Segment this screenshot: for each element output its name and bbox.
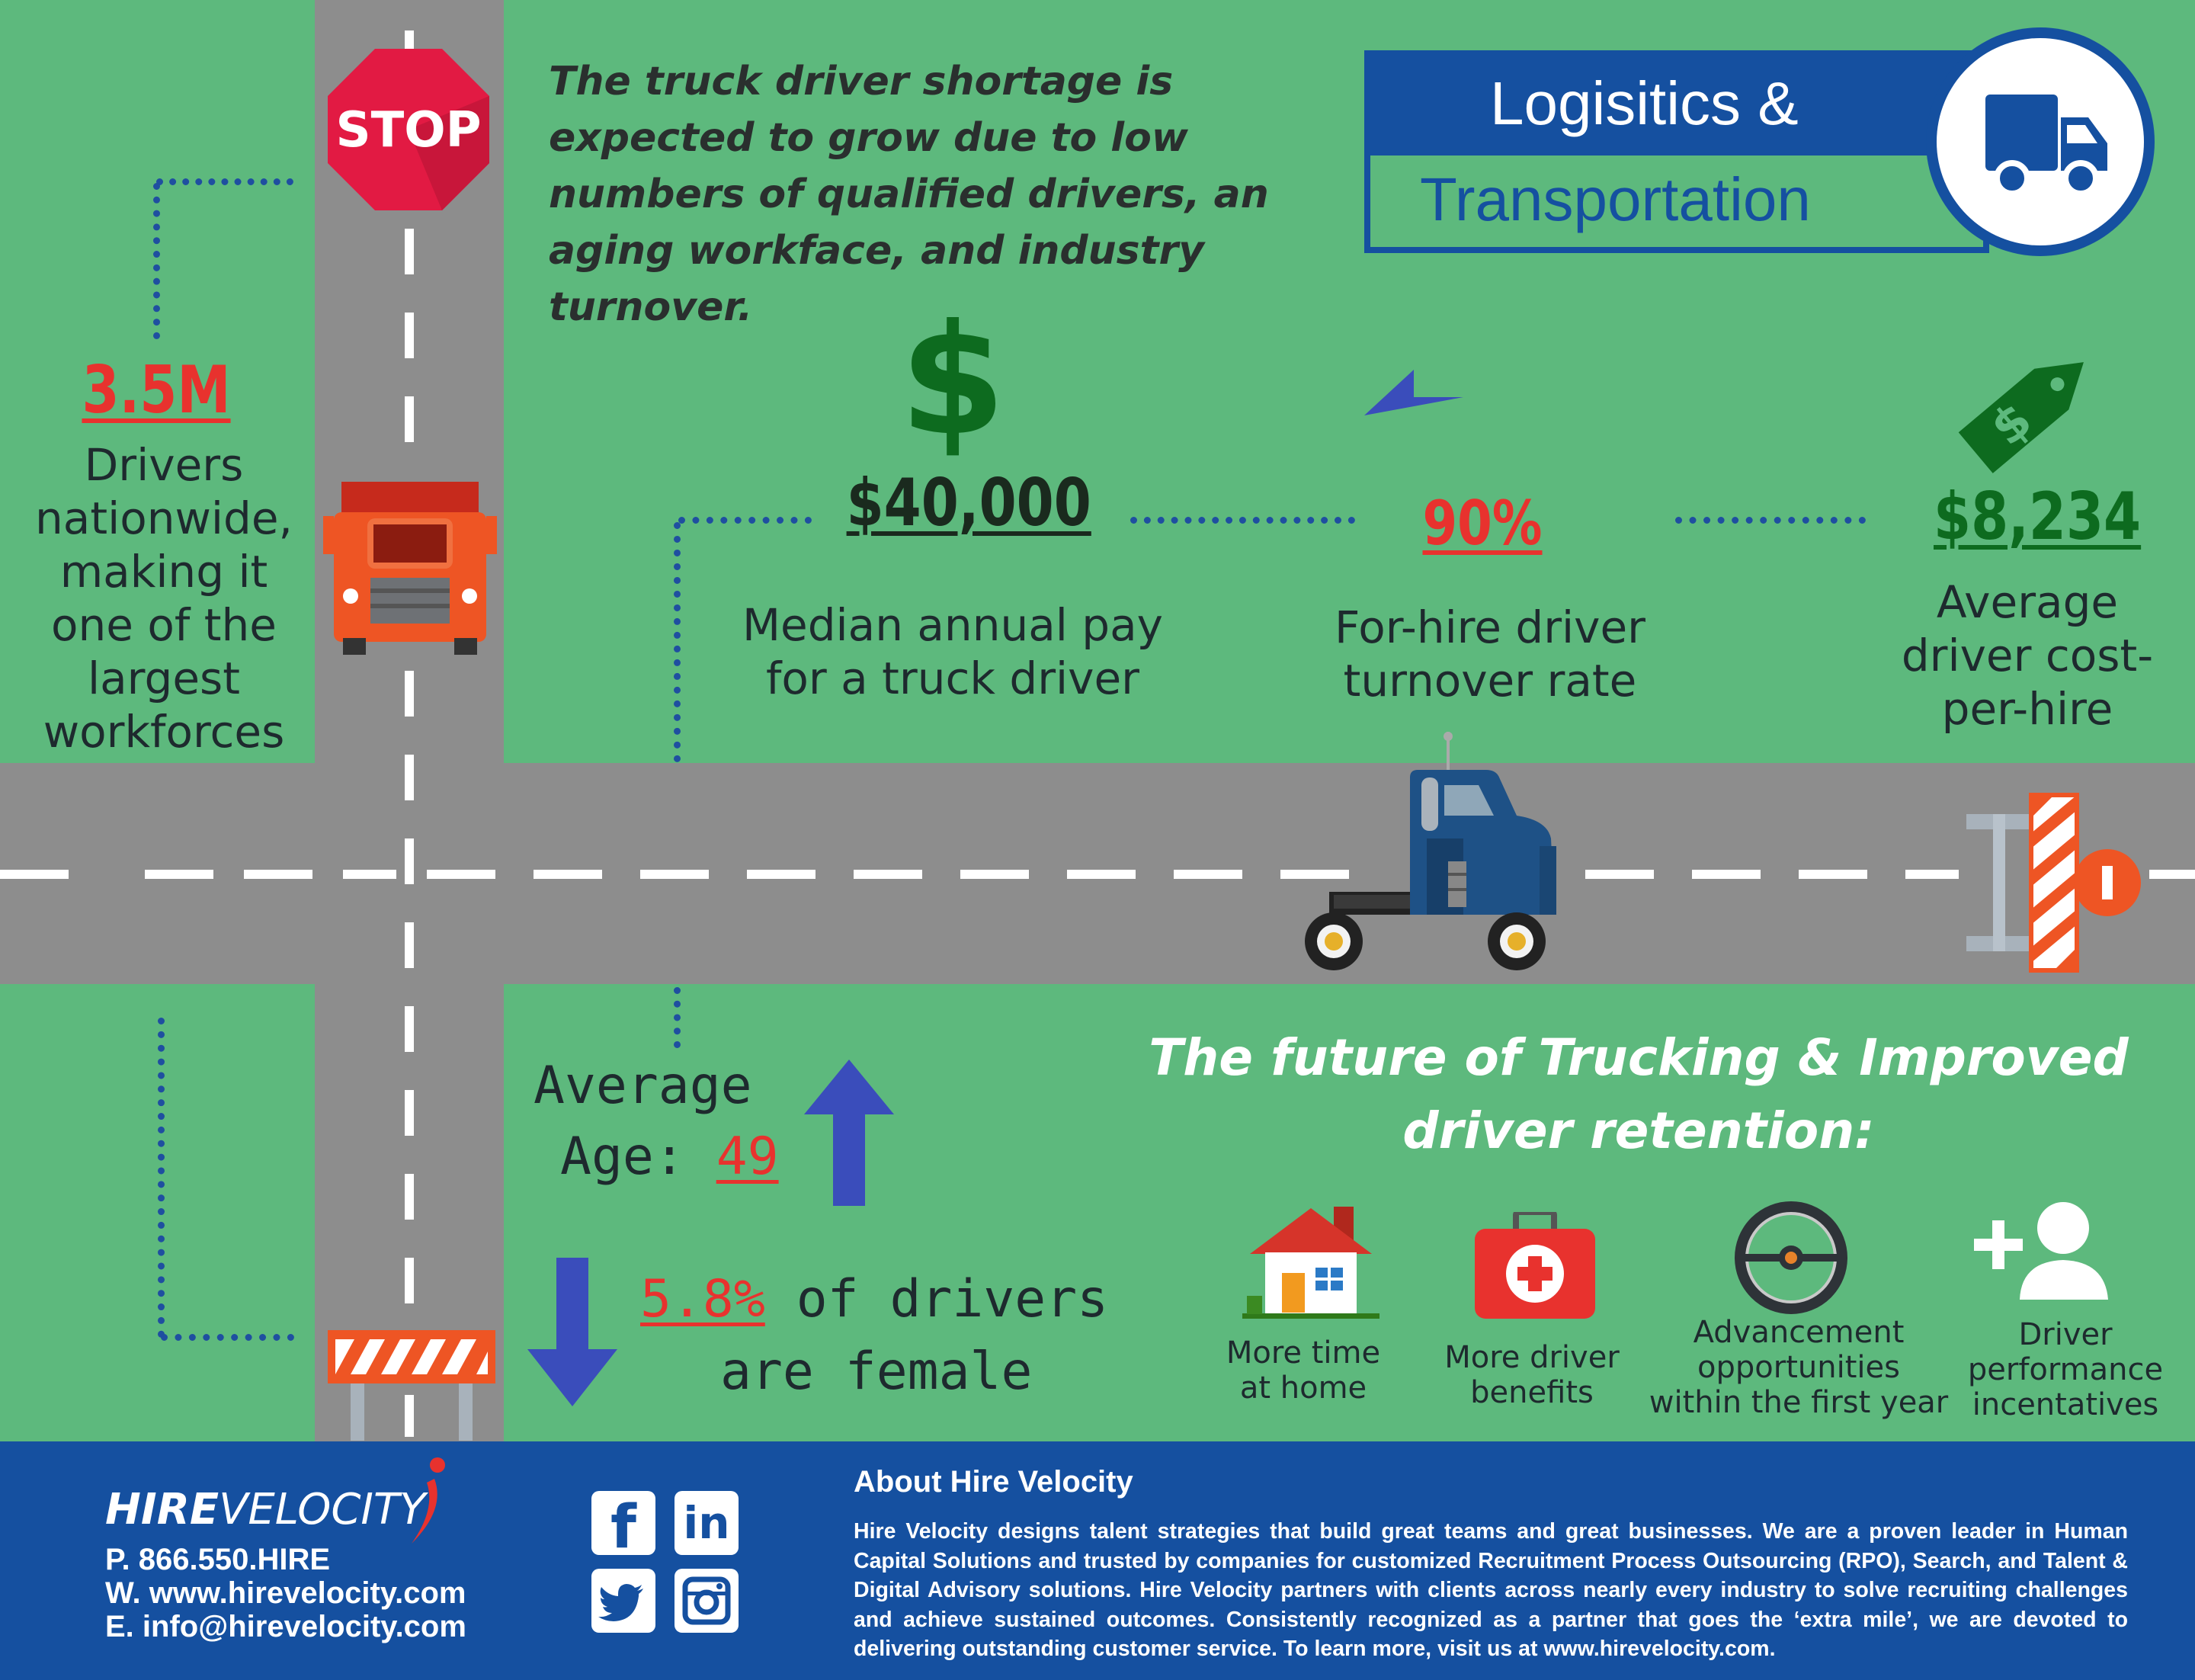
page-title-line2: Transportation [1420, 165, 1811, 233]
female-text-2: are female [720, 1342, 1033, 1402]
logo-swoosh-icon [412, 1457, 445, 1544]
connector-dots [153, 183, 160, 339]
benefit-label: Advancement opportunities within the fir… [1649, 1315, 1949, 1420]
facebook-icon[interactable]: f [591, 1491, 655, 1562]
title-banner-bottom [1364, 149, 1989, 253]
cost-stat-value: $8,234 [1934, 479, 2142, 555]
pay-stat-desc: Median annual pay for a truck driver [742, 599, 1163, 704]
turnover-stat-desc: For-hire driver turnover rate [1334, 601, 1646, 707]
connector-dots [1130, 517, 1355, 524]
connector-dots [674, 987, 681, 1048]
benefit-label: More time at home [1226, 1335, 1381, 1406]
female-stat: 5.8% of drivers [640, 1269, 1108, 1329]
pay-stat-value: $40,000 [846, 465, 1091, 541]
blue-truck-icon [1305, 732, 1556, 970]
connector-dots [161, 1334, 294, 1341]
female-value: 5.8% [640, 1269, 765, 1329]
cost-stat-desc: Average driver cost- per-hire [1901, 576, 2154, 735]
connector-dots [1675, 517, 1866, 524]
age-value: 49 [716, 1127, 779, 1187]
connector-dots [156, 178, 293, 185]
female-text-1: of drivers [764, 1269, 1109, 1329]
footer-web: W. www.hirevelocity.com [105, 1576, 466, 1610]
benefit-label: More driver benefits [1444, 1340, 1620, 1410]
add-user-icon [1974, 1202, 2108, 1300]
about-text: Hire Velocity designs talent strategies … [854, 1519, 2128, 1661]
left-turn-arrow-icon [1364, 370, 1463, 415]
vertical-road [315, 0, 504, 1441]
twitter-icon[interactable] [591, 1569, 655, 1633]
price-tag-icon: $ [1958, 362, 2084, 473]
stop-sign-icon [328, 49, 489, 210]
steering-wheel-icon [1735, 1201, 1847, 1314]
road-barrier-icon [328, 1330, 495, 1441]
footer-email: E. info@hirevelocity.com [105, 1610, 466, 1643]
road-barrier-icon [1966, 793, 2141, 973]
footer [0, 1441, 2195, 1680]
arrow-down-icon [527, 1258, 617, 1406]
red-truck-icon [323, 482, 497, 655]
dollar-icon: $ [899, 292, 1006, 470]
connector-dots [674, 522, 681, 762]
about-title: About Hire Velocity [854, 1465, 1133, 1499]
age-stat: Age: 49 [560, 1127, 779, 1187]
drivers-stat-value: 3.5M [82, 352, 231, 428]
turnover-stat-value: 90% [1422, 488, 1543, 559]
hire-velocity-logo: HIREVELOCITY [105, 1485, 426, 1534]
age-label: Average [534, 1056, 752, 1116]
connector-dots [158, 1018, 165, 1338]
first-aid-kit-icon [1475, 1212, 1595, 1319]
house-icon [1242, 1207, 1379, 1319]
future-heading: The future of Trucking & Improved driver… [1149, 1028, 2129, 1160]
age-prefix: Age: [560, 1127, 716, 1187]
stop-sign-text: STOP [335, 102, 482, 159]
instagram-icon[interactable] [675, 1569, 739, 1633]
title-banner-top [1364, 50, 1989, 149]
benefit-label: Driver performance incentatives [1967, 1317, 2164, 1422]
page-title-line1: Logisitics & [1490, 69, 1799, 137]
arrow-up-icon [804, 1060, 894, 1206]
footer-phone: P. 866.550.HIRE [105, 1543, 331, 1576]
connector-dots [678, 517, 812, 524]
linkedin-icon[interactable]: in [675, 1491, 739, 1555]
drivers-stat-desc: Drivers nationwide, making it one of the… [35, 439, 293, 758]
truck-icon [1985, 95, 2107, 197]
intro-text: The truck driver shortage is expected to… [549, 59, 1269, 330]
